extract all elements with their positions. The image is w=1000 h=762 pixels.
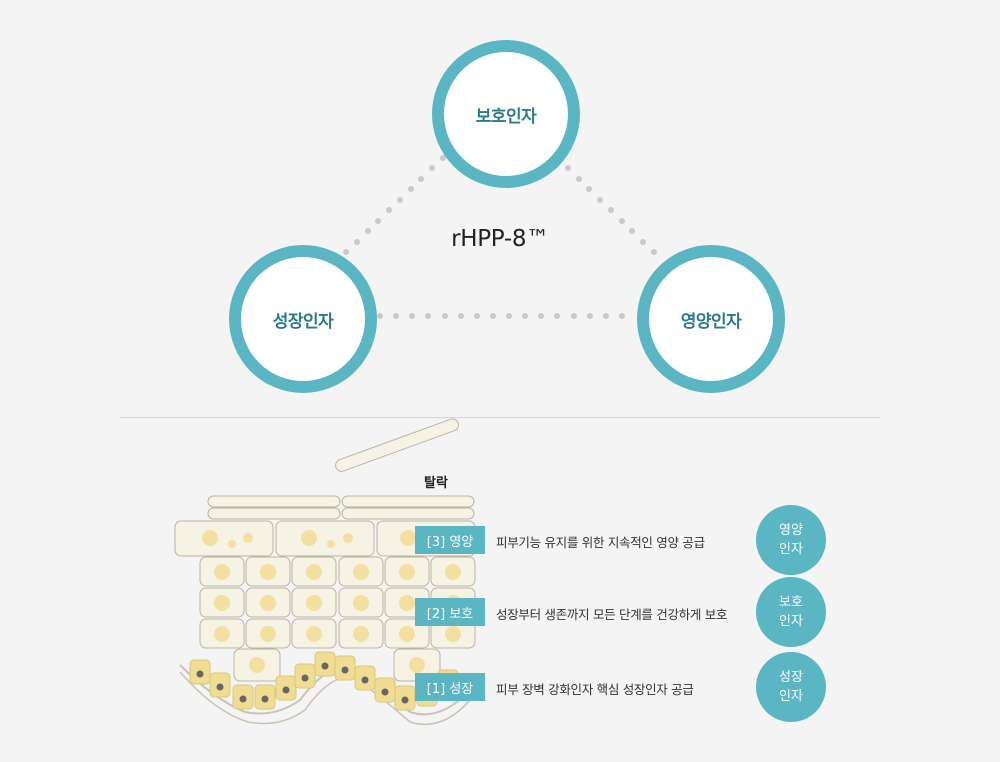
protection-factor-label: 보호인자 bbox=[475, 106, 537, 127]
connector-dot bbox=[441, 313, 448, 319]
cell-nucleus bbox=[445, 564, 461, 580]
falling-flake bbox=[335, 418, 459, 472]
connector-dot bbox=[597, 196, 604, 203]
connector-dot bbox=[629, 228, 636, 235]
connector-dot bbox=[554, 313, 561, 319]
flake-layer-2 bbox=[341, 495, 475, 508]
section-divider bbox=[120, 417, 880, 418]
connector-dot bbox=[651, 249, 657, 255]
connector-dot bbox=[522, 313, 529, 319]
basal-nucleus bbox=[321, 662, 329, 670]
connector-dot bbox=[575, 175, 582, 182]
connector-dot bbox=[343, 249, 349, 255]
cell-nucleus bbox=[260, 595, 276, 611]
basal-nucleus bbox=[341, 666, 349, 674]
cell-nucleus bbox=[353, 595, 369, 611]
connector-dot bbox=[473, 313, 480, 319]
nutrition-factor-label: 영양인자 bbox=[680, 311, 742, 332]
connector-dot bbox=[425, 313, 432, 319]
connector-dot bbox=[396, 196, 403, 203]
cell-nucleus bbox=[399, 564, 415, 580]
connector-dot bbox=[418, 175, 425, 182]
connector-dot bbox=[353, 238, 360, 245]
connector-dot bbox=[489, 313, 496, 319]
basal-nucleus bbox=[261, 695, 269, 703]
cell-nucleus bbox=[260, 564, 276, 580]
badge-line1: 보호 bbox=[779, 595, 803, 610]
connector-dot bbox=[618, 217, 625, 224]
center-title: rHPP-8™ bbox=[451, 226, 549, 252]
tag-protection: [2] 보호 bbox=[415, 598, 485, 626]
badge-protection-factor: 보호 인자 bbox=[756, 577, 826, 647]
cell-nucleus bbox=[260, 626, 276, 642]
connector-dot bbox=[586, 186, 593, 193]
basal-nucleus bbox=[401, 696, 409, 704]
connector-dot bbox=[386, 207, 393, 214]
connector-dot bbox=[586, 313, 593, 319]
cell-nucleus bbox=[214, 626, 230, 642]
basal-nucleus bbox=[282, 686, 290, 694]
connector-dot bbox=[602, 313, 609, 319]
connector-dot bbox=[440, 155, 446, 161]
connector-dot bbox=[506, 313, 513, 319]
connector-dot bbox=[570, 313, 577, 319]
badge-line2: 인자 bbox=[779, 689, 803, 704]
badge-line1: 성장 bbox=[779, 670, 803, 685]
badge-line1: 영양 bbox=[779, 523, 803, 538]
connector-dot bbox=[457, 313, 464, 319]
connector-dot bbox=[538, 313, 545, 319]
flake-layer-4 bbox=[341, 507, 475, 520]
basal-nucleus bbox=[239, 695, 247, 703]
falloff-label: 탈락 bbox=[424, 476, 448, 491]
cell-nucleus bbox=[353, 564, 369, 580]
basal-nucleus bbox=[361, 676, 369, 684]
cell-nucleus bbox=[445, 626, 461, 642]
cell-nucleus bbox=[306, 595, 322, 611]
basal-nucleus bbox=[196, 670, 204, 678]
connector-dot bbox=[393, 313, 400, 319]
connector-dot bbox=[607, 207, 614, 214]
badge-nutrition-factor: 영양 인자 bbox=[756, 505, 826, 575]
connector-dot bbox=[364, 228, 371, 235]
connector-dot bbox=[429, 165, 436, 172]
badge-line2: 인자 bbox=[779, 542, 803, 557]
desc-growth: 피부 장벽 강화인자 핵심 성장인자 공급 bbox=[496, 682, 694, 697]
flake-layer-1 bbox=[207, 495, 341, 508]
cell-nucleus bbox=[399, 595, 415, 611]
connector-dot bbox=[564, 165, 571, 172]
desc-nutrition: 피부기능 유지를 위한 지속적인 영양 공급 bbox=[496, 535, 705, 550]
connector-dot bbox=[640, 238, 647, 245]
basal-nucleus bbox=[301, 674, 309, 682]
cell-nucleus bbox=[306, 626, 322, 642]
cell-nucleus bbox=[353, 626, 369, 642]
badge-growth-factor: 성장 인자 bbox=[756, 652, 826, 722]
tag-growth: [1] 성장 bbox=[415, 673, 485, 701]
connector-dot bbox=[619, 313, 625, 319]
cell-nucleus bbox=[306, 564, 322, 580]
connector-dot bbox=[409, 313, 416, 319]
connector-dot bbox=[377, 313, 383, 319]
cell-nucleus bbox=[214, 564, 230, 580]
connector-dot bbox=[375, 217, 382, 224]
growth-factor-label: 성장인자 bbox=[272, 311, 334, 332]
flake-layer-3 bbox=[207, 507, 341, 520]
tag-nutrition: [3] 영양 bbox=[415, 526, 485, 554]
cell-nucleus bbox=[214, 595, 230, 611]
basal-nucleus bbox=[216, 683, 224, 691]
basal-nucleus bbox=[381, 688, 389, 696]
cell-nucleus bbox=[399, 626, 415, 642]
badge-line2: 인자 bbox=[779, 614, 803, 629]
connector-dot bbox=[407, 186, 414, 193]
desc-protection: 성장부터 생존까지 모든 단계를 건강하게 보호 bbox=[496, 607, 728, 622]
